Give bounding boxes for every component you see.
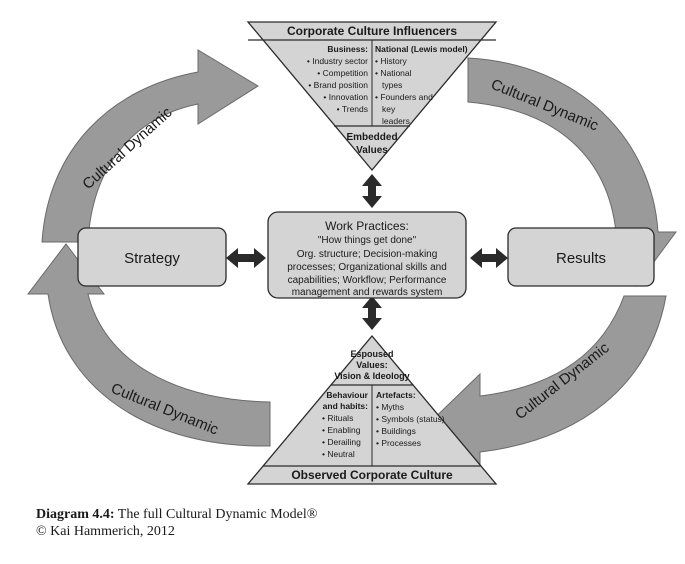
national-item: • National bbox=[375, 68, 412, 78]
behaviour-item: • Derailing bbox=[322, 437, 361, 447]
observed-corporate-culture: Espoused Values: Vision & Ideology Behav… bbox=[246, 334, 498, 485]
embedded-values-line: Embedded bbox=[346, 132, 397, 143]
national-item: • Founders and bbox=[375, 92, 433, 102]
behaviour-item: • Rituals bbox=[322, 413, 353, 423]
espoused-values-line: Vision & Ideology bbox=[334, 371, 409, 381]
espoused-values-line: Espoused bbox=[350, 349, 393, 359]
connector-right bbox=[470, 248, 508, 268]
work-practices-line: capabilities; Workflow; Performance bbox=[288, 275, 447, 286]
strategy-box bbox=[77, 227, 227, 287]
business-item: • Innovation bbox=[323, 92, 368, 102]
national-item: key bbox=[382, 104, 396, 114]
diagram-caption: Diagram 4.4: The full Cultural Dynamic M… bbox=[36, 506, 536, 540]
cultural-dynamic-arrow-top-left bbox=[41, 49, 259, 243]
results-label: Results bbox=[556, 250, 606, 267]
artefacts-item: • Processes bbox=[376, 438, 421, 448]
national-item: leaders bbox=[382, 116, 410, 126]
embedded-values-line: Values bbox=[356, 145, 388, 156]
work-practices-line: processes; Organizational skills and bbox=[287, 262, 447, 273]
work-practices-line: Org. structure; Decision-making bbox=[297, 249, 438, 260]
work-practices-box bbox=[267, 211, 467, 299]
espoused-values-line: Values: bbox=[356, 360, 388, 370]
artefacts-heading: Artefacts: bbox=[376, 390, 416, 400]
national-item: types bbox=[382, 80, 402, 90]
caption-label: Diagram 4.4: bbox=[36, 507, 115, 522]
connector-left bbox=[226, 248, 266, 268]
artefacts-item: • Buildings bbox=[376, 426, 416, 436]
business-item: • Competition bbox=[317, 68, 368, 78]
behaviour-item: • Enabling bbox=[322, 425, 361, 435]
work-practices-line: management and rewards system bbox=[292, 287, 443, 298]
work-practices-subtitle: "How things get done" bbox=[318, 235, 417, 246]
national-item: • History bbox=[375, 56, 408, 66]
observed-culture-title: Observed Corporate Culture bbox=[291, 468, 453, 482]
results-box bbox=[507, 227, 655, 287]
cultural-dynamic-arrow-bottom-left bbox=[26, 243, 271, 447]
national-heading: National (Lewis model) bbox=[375, 44, 468, 54]
connector-top bbox=[362, 174, 382, 208]
caption-line-1: Diagram 4.4: The full Cultural Dynamic M… bbox=[36, 506, 536, 523]
influencers-title: Corporate Culture Influencers bbox=[287, 24, 457, 38]
business-item: • Brand position bbox=[308, 80, 368, 90]
work-practices-title: Work Practices: bbox=[325, 219, 409, 233]
artefacts-item: • Myths bbox=[376, 402, 404, 412]
business-item: • Industry sector bbox=[307, 56, 368, 66]
artefacts-item: • Symbols (status) bbox=[376, 414, 445, 424]
connector-bottom bbox=[362, 296, 382, 330]
behaviour-heading: and habits: bbox=[323, 401, 369, 411]
behaviour-item: • Neutral bbox=[322, 449, 355, 459]
caption-copyright: © Kai Hammerich, 2012 bbox=[36, 524, 175, 539]
business-item: • Trends bbox=[337, 104, 368, 114]
behaviour-heading: Behaviour bbox=[326, 390, 368, 400]
strategy-label: Strategy bbox=[124, 250, 180, 267]
caption-text: The full Cultural Dynamic Model® bbox=[114, 507, 318, 522]
corporate-culture-influencers: Corporate Culture Influencers Business: … bbox=[246, 21, 498, 172]
business-heading: Business: bbox=[327, 44, 368, 54]
